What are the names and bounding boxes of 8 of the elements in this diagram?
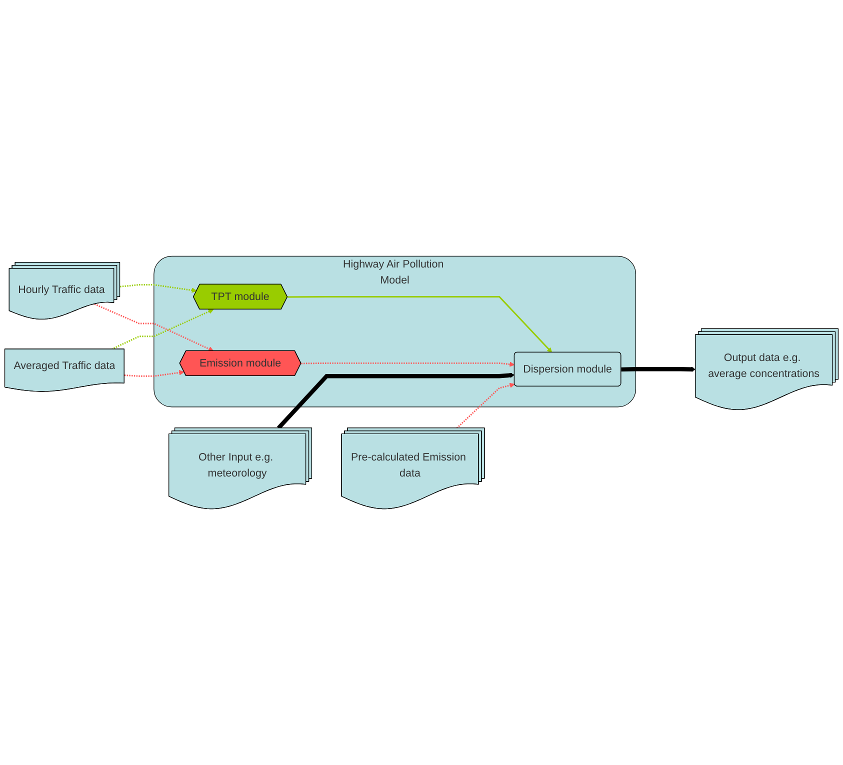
arrow	[124, 370, 184, 377]
arrow	[301, 362, 515, 367]
arrow	[621, 366, 696, 372]
arrow	[456, 382, 515, 429]
arrow	[111, 309, 214, 350]
arrow	[94, 303, 214, 352]
arrow	[288, 296, 552, 353]
arrow	[120, 284, 197, 293]
